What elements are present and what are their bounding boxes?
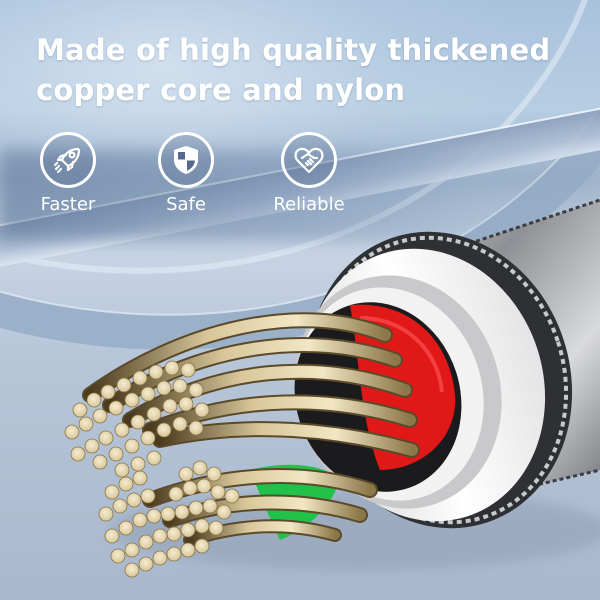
feature-list: Faster Safe Reliable: [30, 132, 354, 215]
headline: Made of high quality thickened copper co…: [36, 30, 550, 110]
feature-safe: Safe: [148, 132, 224, 215]
shield-icon: [158, 132, 214, 188]
feature-faster: Faster: [30, 132, 106, 215]
heart-handshake-icon: [281, 132, 337, 188]
feature-reliable: Reliable: [264, 132, 354, 215]
feature-label: Safe: [166, 194, 206, 215]
rocket-icon: [40, 132, 96, 188]
feature-label: Faster: [40, 194, 96, 215]
headline-line-1: Made of high quality thickened: [36, 33, 551, 67]
feature-label: Reliable: [273, 194, 345, 215]
headline-line-2: copper core and nylon: [36, 73, 406, 107]
